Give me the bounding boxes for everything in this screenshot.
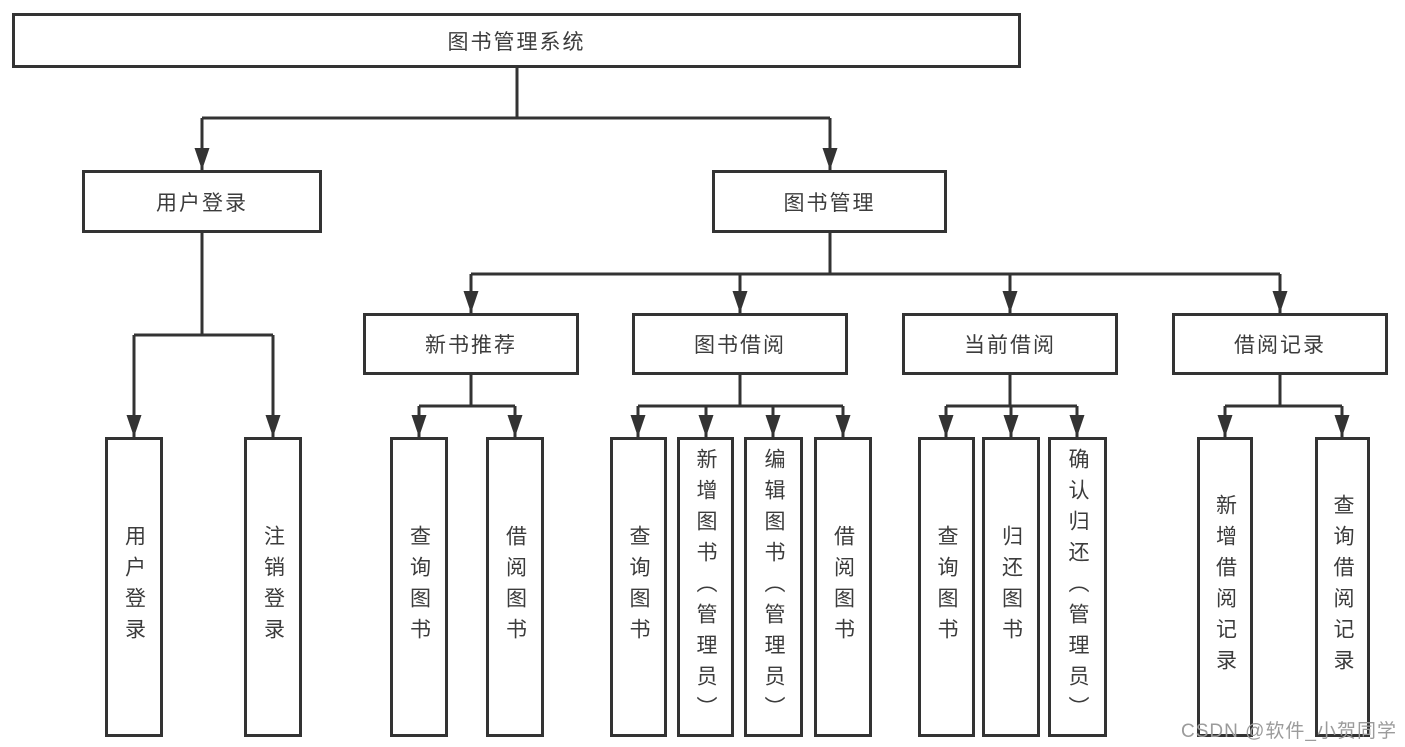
leaf-query-books-borrow: 查询图书 [610, 437, 667, 737]
node-borrowing-records: 借阅记录 [1172, 313, 1388, 375]
leaf-label: 查询借阅记录 [1331, 494, 1354, 680]
leaf-label: 借阅图书 [831, 525, 855, 649]
leaf-label: 编辑图书（管理员） [762, 447, 785, 727]
leaf-return-books: 归还图书 [982, 437, 1040, 737]
leaf-borrow-books-recommend: 借阅图书 [486, 437, 544, 737]
leaf-label: 新增图书（管理员） [694, 447, 717, 727]
node-new-book-recommend: 新书推荐 [363, 313, 579, 375]
node-book-management: 图书管理 [712, 170, 947, 233]
node-current-borrowing: 当前借阅 [902, 313, 1118, 375]
leaf-edit-books-admin: 编辑图书（管理员） [744, 437, 803, 737]
node-library-system-root: 图书管理系统 [12, 13, 1021, 68]
leaf-confirm-return-admin: 确认归还（管理员） [1048, 437, 1107, 737]
leaf-borrow-books: 借阅图书 [814, 437, 872, 737]
leaf-label: 新增借阅记录 [1213, 494, 1237, 680]
leaf-label: 注销登录 [261, 525, 285, 649]
leaf-query-books-recommend: 查询图书 [390, 437, 448, 737]
leaf-label: 查询图书 [935, 525, 958, 649]
csdn-watermark: CSDN @软件_小贺同学 [1181, 721, 1397, 742]
leaf-query-borrow-record: 查询借阅记录 [1315, 437, 1370, 737]
leaf-logout: 注销登录 [244, 437, 302, 737]
leaf-add-books-admin: 新增图书（管理员） [677, 437, 734, 737]
leaf-query-books-current: 查询图书 [918, 437, 975, 737]
node-book-borrowing: 图书借阅 [632, 313, 848, 375]
leaf-label: 归还图书 [999, 525, 1023, 649]
leaf-label: 确认归还（管理员） [1066, 447, 1089, 727]
leaf-label: 查询图书 [407, 525, 431, 649]
leaf-label: 借阅图书 [503, 525, 527, 649]
leaf-user-login: 用户登录 [105, 437, 163, 737]
leaf-add-borrow-record: 新增借阅记录 [1197, 437, 1253, 737]
node-user-login: 用户登录 [82, 170, 322, 233]
leaf-label: 用户登录 [122, 525, 146, 649]
leaf-label: 查询图书 [627, 525, 650, 649]
